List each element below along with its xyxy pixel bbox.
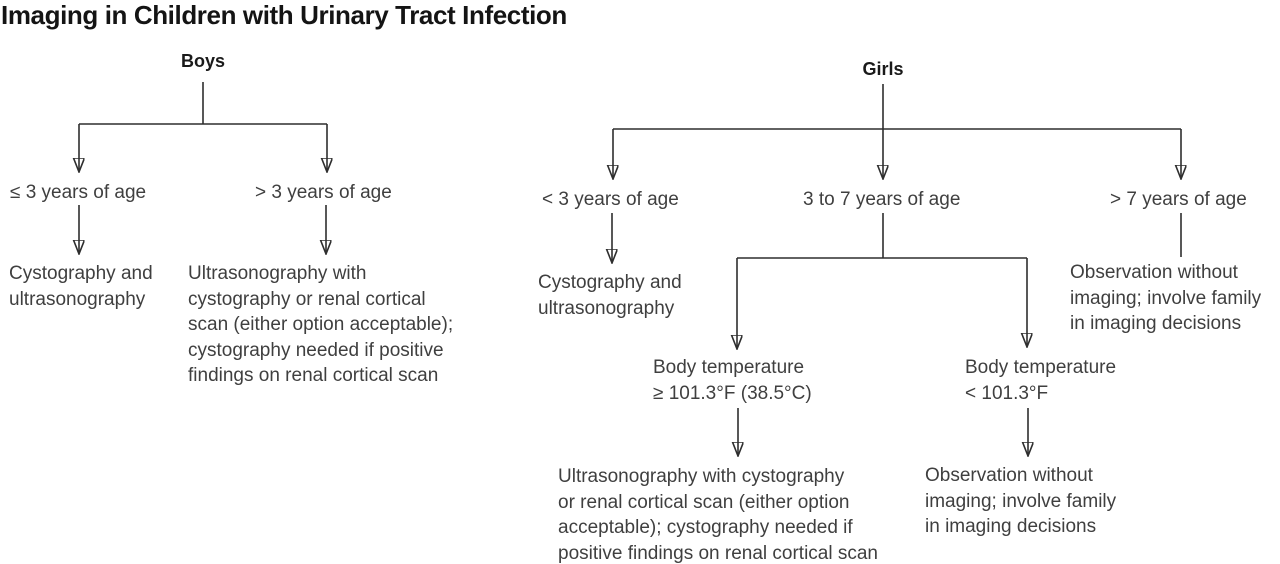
- girls-condition-3to7: 3 to 7 years of age: [803, 189, 961, 210]
- boys-result-le3: Cystography and ultrasonography: [9, 263, 153, 310]
- girls-condition-high-temp: Body temperature ≥ 101.3°F (38.5°C): [653, 357, 812, 404]
- boys-root-label: Boys: [180, 51, 226, 71]
- girls-condition-low-temp: Body temperature < 101.3°F: [965, 357, 1117, 404]
- page-title: Imaging in Children with Urinary Tract I…: [1, 0, 567, 30]
- girls-result-lt3: Cystography and ultrasonography: [538, 272, 682, 319]
- girls-root-label: Girls: [862, 59, 904, 79]
- girls-condition-lt3: < 3 years of age: [542, 189, 679, 210]
- boys-condition-gt3: > 3 years of age: [255, 182, 392, 203]
- boys-condition-le3: ≤ 3 years of age: [10, 182, 147, 203]
- girls-result-high-temp: Ultrasonography with cystography or rena…: [558, 466, 879, 564]
- boys-result-gt3: Ultrasonography with cystography or rena…: [188, 263, 454, 386]
- girls-result-low-temp: Observation without imaging; involve fam…: [925, 465, 1117, 537]
- girls-result-gt7: Observation without imaging; involve fam…: [1070, 262, 1262, 334]
- girls-condition-gt7: > 7 years of age: [1110, 189, 1247, 210]
